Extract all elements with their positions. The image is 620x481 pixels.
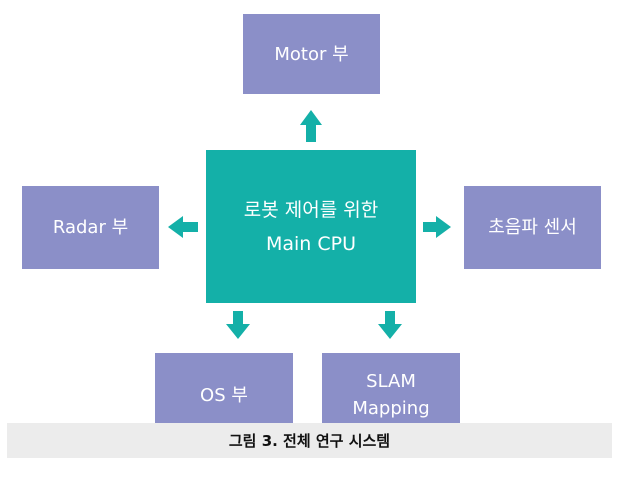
- radar-node: Radar 부: [22, 186, 159, 269]
- slam-mapping-label-line2: Mapping: [352, 398, 430, 419]
- figure-caption: 그림 3. 전체 연구 시스템: [7, 423, 612, 458]
- arrow-to-radar: [168, 216, 198, 238]
- motor-node: Motor 부: [243, 14, 380, 94]
- motor-node-label: Motor 부: [274, 43, 349, 65]
- arrow-to-ultrasonic-sensor: [423, 216, 451, 238]
- ultrasonic-sensor-node: 초음파 센서: [464, 186, 601, 269]
- arrow-to-motor: [300, 110, 322, 142]
- os-node-label: OS 부: [200, 384, 248, 406]
- radar-node-label: Radar 부: [52, 217, 129, 238]
- main-cpu-label-line2: Main CPU: [265, 232, 356, 255]
- arrow-to-slam-mapping: [378, 311, 402, 339]
- ultrasonic-sensor-node-label: 초음파 센서: [488, 217, 577, 238]
- main-cpu-node: 로봇 제어를 위한 Main CPU: [206, 150, 416, 303]
- arrow-to-os: [226, 311, 250, 339]
- figure-caption-text: 그림 3. 전체 연구 시스템: [228, 432, 391, 450]
- slam-mapping-label-line1: SLAM: [366, 371, 416, 392]
- main-cpu-label-line1: 로봇 제어를 위한: [243, 198, 379, 221]
